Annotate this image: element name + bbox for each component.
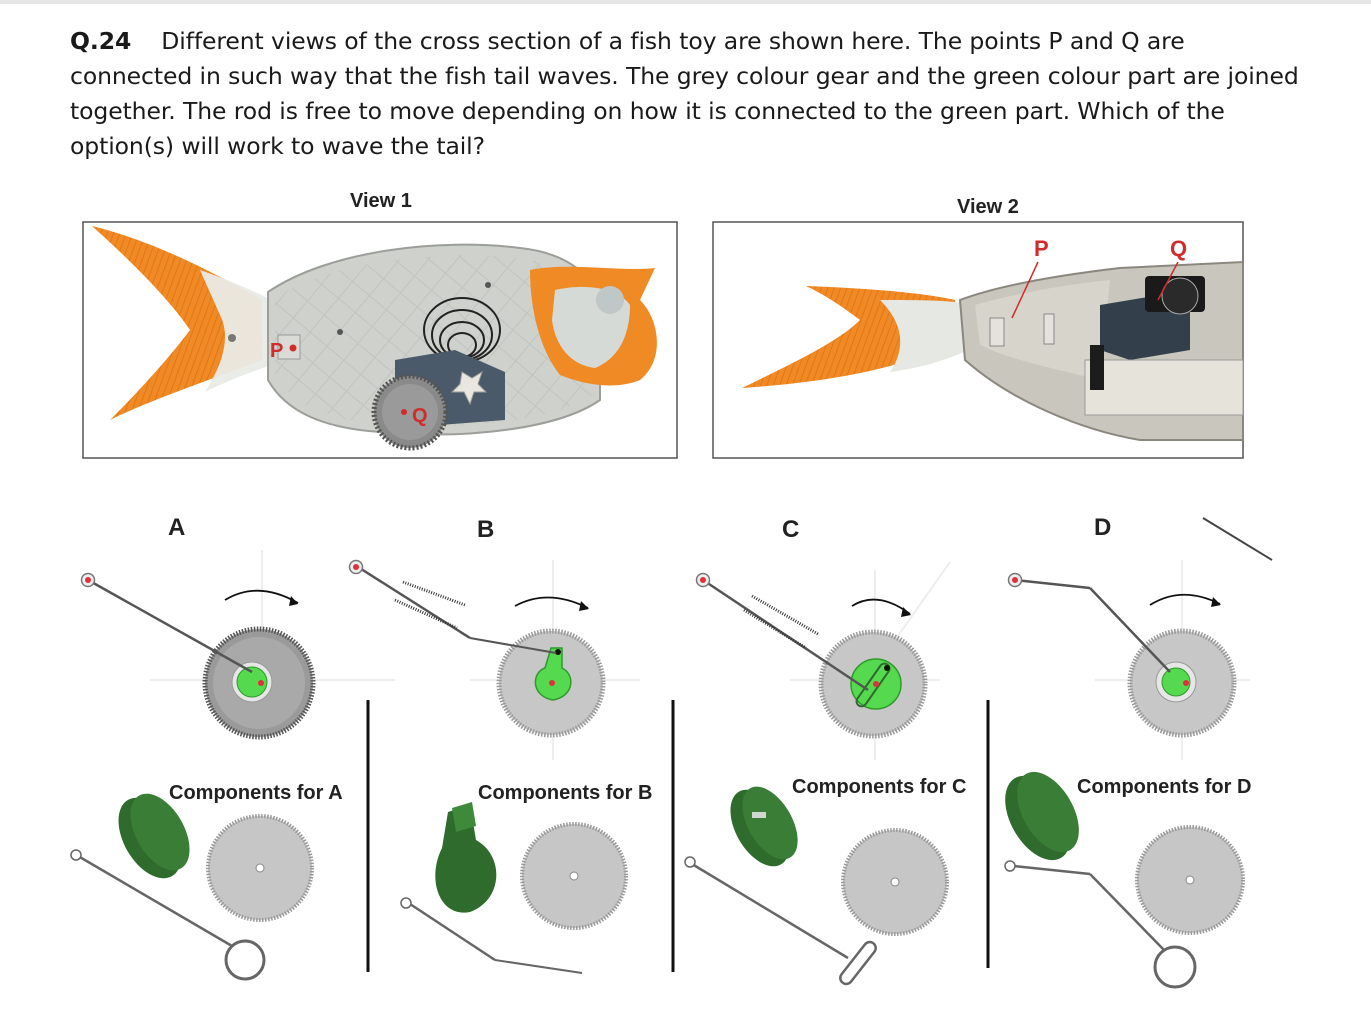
option-c-diagram [695,561,951,760]
components-b [400,802,628,974]
components-c [684,786,949,986]
components-a [70,793,314,981]
top-rule [0,0,1371,4]
option-a-label: A [168,514,186,541]
green-cam-b [435,805,497,913]
view-1-point-q: Q [412,405,428,427]
option-b-label: B [477,516,495,543]
view-2-label: View 2 [957,196,1019,218]
view-2-photo: P Q [712,221,1244,459]
rod-a [87,578,253,674]
question-body: Different views of the cross section of … [70,27,1299,160]
view-2-point-p: P [1034,236,1049,261]
option-a-diagram [80,550,395,740]
option-c-label: C [782,516,800,543]
view-2-point-q: Q [1170,236,1187,261]
green-part-a [236,666,268,698]
green-part-d [1161,667,1191,697]
components-c-label: Components for C [792,776,967,798]
option-d-label: D [1094,514,1112,541]
rod-d [1014,578,1091,590]
view-1-point-p: P [270,340,283,362]
components-a-label: Components for A [169,782,343,804]
view-1-photo: P Q [82,221,678,459]
question-number: Q.24 [70,27,132,55]
option-d-diagram [1007,517,1273,760]
view-1-label: View 1 [350,190,412,212]
option-b-diagram [348,559,640,760]
rod-b [357,565,471,640]
components-d [1004,771,1245,989]
green-part-b [534,647,572,701]
components-b-label: Components for B [478,782,653,804]
components-d-label: Components for D [1077,776,1252,798]
